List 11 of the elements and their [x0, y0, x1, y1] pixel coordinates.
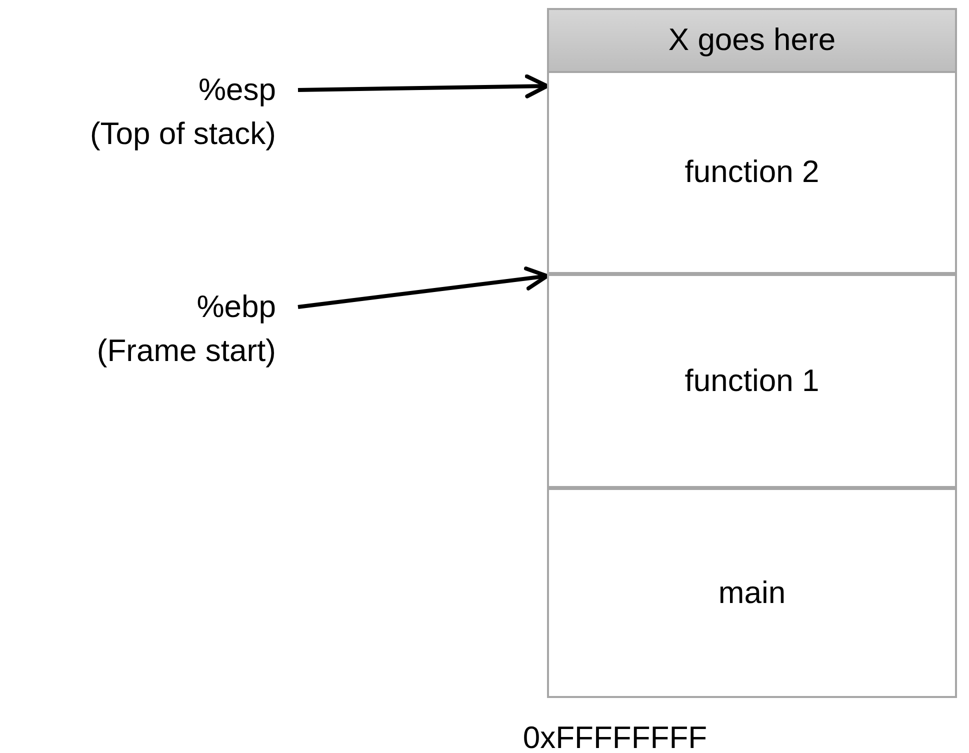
- register-label: %ebp: [196, 288, 276, 326]
- address-label: 0xFFFFFFFF: [522, 719, 708, 753]
- arrow: [298, 74, 549, 98]
- stack-frame: function 2: [547, 71, 957, 274]
- arrow: [298, 266, 549, 309]
- stack-header: X goes here: [547, 8, 957, 73]
- register-label: %esp: [198, 71, 276, 109]
- stack-frame: main: [547, 488, 957, 698]
- register-description: (Top of stack): [90, 115, 276, 153]
- register-description: (Frame start): [96, 332, 276, 370]
- stack-frame: function 1: [547, 274, 957, 488]
